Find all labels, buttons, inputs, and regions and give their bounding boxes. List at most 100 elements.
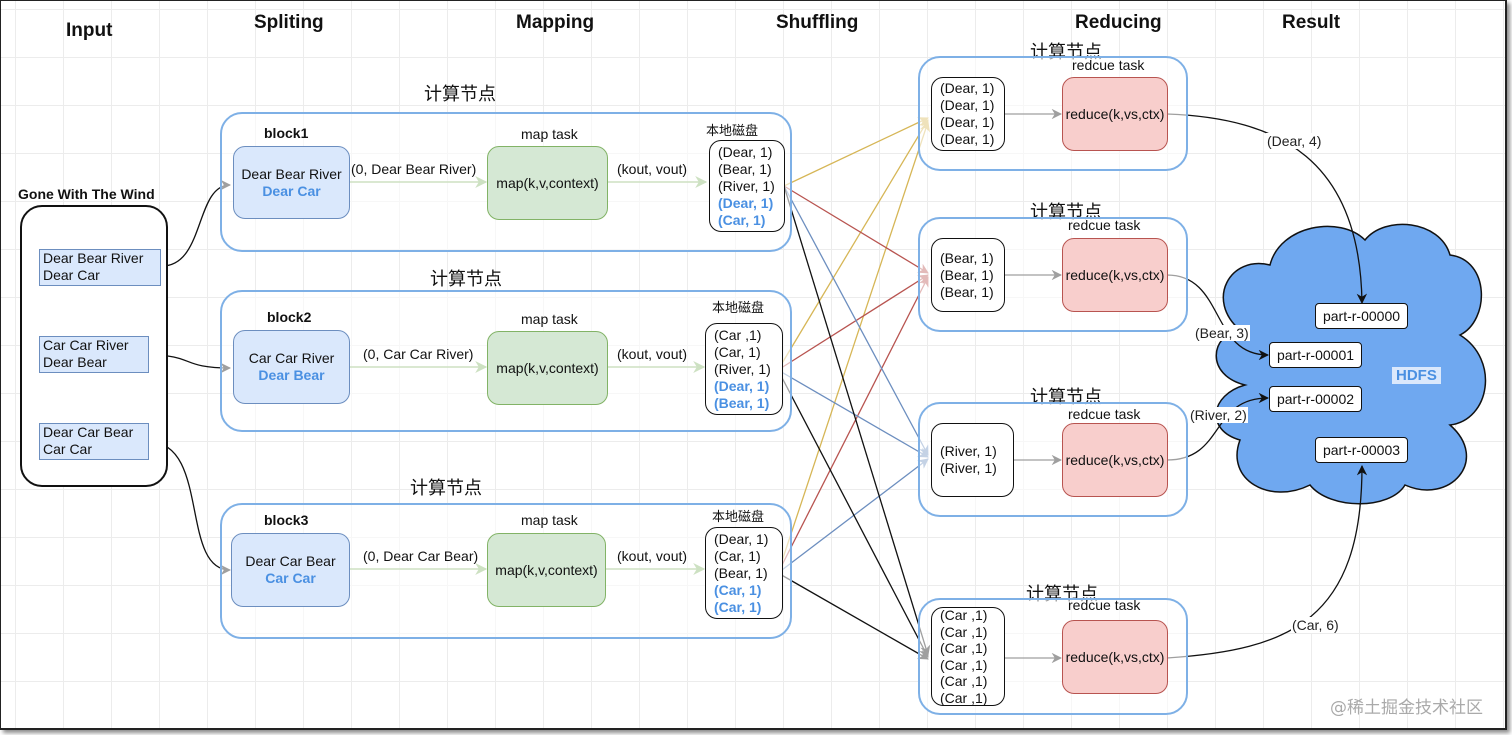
reduce-input-entry: (Dear, 1) xyxy=(940,114,995,130)
watermark: @稀土掘金技术社区 xyxy=(1330,698,1483,718)
block3-map-task-box: map(k,v,context) xyxy=(487,533,606,607)
disk-entry: (Dear, 1) xyxy=(714,377,770,394)
disk-entry: (Car, 1) xyxy=(714,547,761,564)
result-label-river: (River, 2) xyxy=(1189,407,1248,423)
reduce-input-entry: (Car ,1) xyxy=(940,640,988,656)
block3-map-input-label: (0, Dear Car Bear) xyxy=(363,548,479,564)
reduce-input-entry: (Car ,1) xyxy=(940,689,988,706)
block1-map-input-label: (0, Dear Bear River) xyxy=(351,161,477,177)
block3-label: block3 xyxy=(264,512,309,528)
disk-entry: (Dear, 1) xyxy=(714,530,769,547)
reduce-input-entry: (Bear, 1) xyxy=(940,283,994,300)
reduce-node-4-reduce-box: reduce(k,vs,ctx) xyxy=(1062,620,1168,694)
hdfs-part-r-00003[interactable]: part-r-00003 xyxy=(1315,437,1408,463)
hdfs-part-r-00002[interactable]: part-r-00002 xyxy=(1269,386,1362,412)
hdfs-label: HDFS xyxy=(1392,367,1441,384)
block1-map-task-label: map task xyxy=(521,126,578,142)
result-label-bear: (Bear, 3) xyxy=(1194,325,1250,341)
hdfs-part-r-00001[interactable]: part-r-00001 xyxy=(1269,342,1362,368)
map-node-3-label: 计算节点 xyxy=(410,478,482,499)
reduce-node-3-input-group: (River, 1)(River, 1) xyxy=(931,423,1014,497)
shuffle-edge-car-3 xyxy=(777,572,929,660)
block2-map-task-label: map task xyxy=(521,311,578,327)
block1-split-box: Dear Bear River Dear Car xyxy=(233,146,350,219)
stage-result-header: Result xyxy=(1282,12,1341,33)
reduce-node-3-reduce-box: reduce(k,vs,ctx) xyxy=(1062,423,1168,497)
input-line-1-text-b: Dear Car xyxy=(43,267,100,283)
reduce-to-part3-edge xyxy=(1166,464,1368,659)
reduce-input-entry: (Bear, 1) xyxy=(940,249,994,266)
input-line-3-text-b: Car Car xyxy=(43,441,93,457)
reduce-node-1-task-label: redcue task xyxy=(1072,57,1145,73)
block2-local-disk-label: 本地磁盘 xyxy=(712,301,765,316)
shuffle-edge-car-1 xyxy=(783,185,931,656)
disk-entry: (Dear, 1) xyxy=(718,143,773,160)
shuffle-edge-dear-1 xyxy=(783,117,929,187)
shuffle-edge-dear-3 xyxy=(777,121,930,574)
reduce-input-entry: (River, 1) xyxy=(940,460,997,476)
hdfs-part-r-00000[interactable]: part-r-00000 xyxy=(1315,303,1408,329)
block2-split-box: Car Car River Dear Bear xyxy=(233,330,350,404)
input-line-2-text-b: Dear Bear xyxy=(43,354,107,370)
block3-line2: Car Car xyxy=(265,570,316,586)
input-to-block1-edge xyxy=(161,179,232,267)
stage-input-header: Input xyxy=(66,20,113,41)
block1-map-task-box: map(k,v,context) xyxy=(487,146,608,220)
reduce-node-3-task-label: redcue task xyxy=(1068,406,1141,422)
shuffle-edge-bear-1 xyxy=(783,185,929,274)
block3-split-box: Dear Car Bear Car Car xyxy=(231,533,350,607)
shuffle-edge-river-1 xyxy=(783,185,929,456)
reduce-input-entry: (Dear, 1) xyxy=(940,80,995,96)
shuffle-edge-bear-2 xyxy=(777,274,929,371)
reduce-input-entry: (Car ,1) xyxy=(940,673,988,689)
disk-entry: (Dear, 1) xyxy=(718,194,774,211)
block1-line1: Dear Bear River xyxy=(241,165,342,182)
reduce-to-part0-edge xyxy=(1166,113,1368,305)
disk-entry: (River, 1) xyxy=(718,177,775,194)
disk-entry: (Car ,1) xyxy=(714,326,762,343)
disk-entry: (Car, 1) xyxy=(718,211,766,228)
disk-entry: (Car, 1) xyxy=(714,581,762,598)
input-title: Gone With The Wind xyxy=(18,186,155,202)
reduce-input-entry: (Dear, 1) xyxy=(940,97,995,113)
reduce-input-entry: (Dear, 1) xyxy=(940,131,995,147)
block2-map-output-label: (kout, vout) xyxy=(617,346,688,362)
input-line-2-text-a: Car Car River xyxy=(43,337,129,353)
block1-local-disk: (Dear, 1)(Bear, 1)(River, 1)(Dear, 1)(Ca… xyxy=(709,140,785,232)
block2-line1: Car Car River xyxy=(248,350,335,366)
block2-local-disk: (Car ,1)(Car, 1)(River, 1)(Dear, 1)(Bear… xyxy=(705,323,783,415)
shuffle-edge-river-2 xyxy=(777,369,929,458)
disk-entry: (River, 1) xyxy=(714,360,771,377)
stage-shuffling-header: Shuffling xyxy=(776,12,859,33)
block1-label: block1 xyxy=(264,125,309,141)
input-line-2: Car Car River Dear Bear xyxy=(39,336,149,373)
shuffle-edge-river-3 xyxy=(777,458,929,574)
block2-label: block2 xyxy=(267,309,312,325)
reduce-node-4-task-label: redcue task xyxy=(1068,597,1141,613)
reduce-input-entry: (Car ,1) xyxy=(940,656,988,673)
reduce-node-4-input-group: (Car ,1)(Car ,1)(Car ,1)(Car ,1)(Car ,1)… xyxy=(931,607,1005,706)
block1-line2: Dear Car xyxy=(262,182,321,199)
disk-entry: (Bear, 1) xyxy=(714,564,768,581)
map-node-1-label: 计算节点 xyxy=(424,84,496,105)
input-line-3-text-a: Dear Car Bear xyxy=(43,424,134,440)
shuffle-edge-car-2 xyxy=(777,369,929,658)
disk-entry: (Car, 1) xyxy=(714,598,762,615)
stage-mapping-header: Mapping xyxy=(516,12,595,33)
reduce-node-2-reduce-box: reduce(k,vs,ctx) xyxy=(1062,238,1168,312)
reduce-input-entry: (Car ,1) xyxy=(940,623,988,640)
reduce-node-1-input-group: (Dear, 1)(Dear, 1)(Dear, 1)(Dear, 1) xyxy=(931,77,1005,151)
stage-spliting-header: Spliting xyxy=(254,12,324,33)
reduce-node-2-input-group: (Bear, 1)(Bear, 1)(Bear, 1) xyxy=(931,238,1005,312)
block3-local-disk: (Dear, 1)(Car, 1)(Bear, 1)(Car, 1)(Car, … xyxy=(705,527,783,619)
disk-entry: (Bear, 1) xyxy=(718,160,772,177)
input-line-1-text-a: Dear Bear River xyxy=(43,250,144,266)
block3-map-output-label: (kout, vout) xyxy=(617,548,688,564)
reduce-input-entry: (Car ,1) xyxy=(940,607,988,623)
block1-local-disk-label: 本地磁盘 xyxy=(706,124,759,139)
disk-entry: (Car, 1) xyxy=(714,343,761,360)
reduce-input-entry: (Bear, 1) xyxy=(940,266,994,283)
reduce-node-2-task-label: redcue task xyxy=(1068,217,1141,233)
reduce-input-entry: (River, 1) xyxy=(940,443,997,459)
block3-local-disk-label: 本地磁盘 xyxy=(712,510,765,525)
